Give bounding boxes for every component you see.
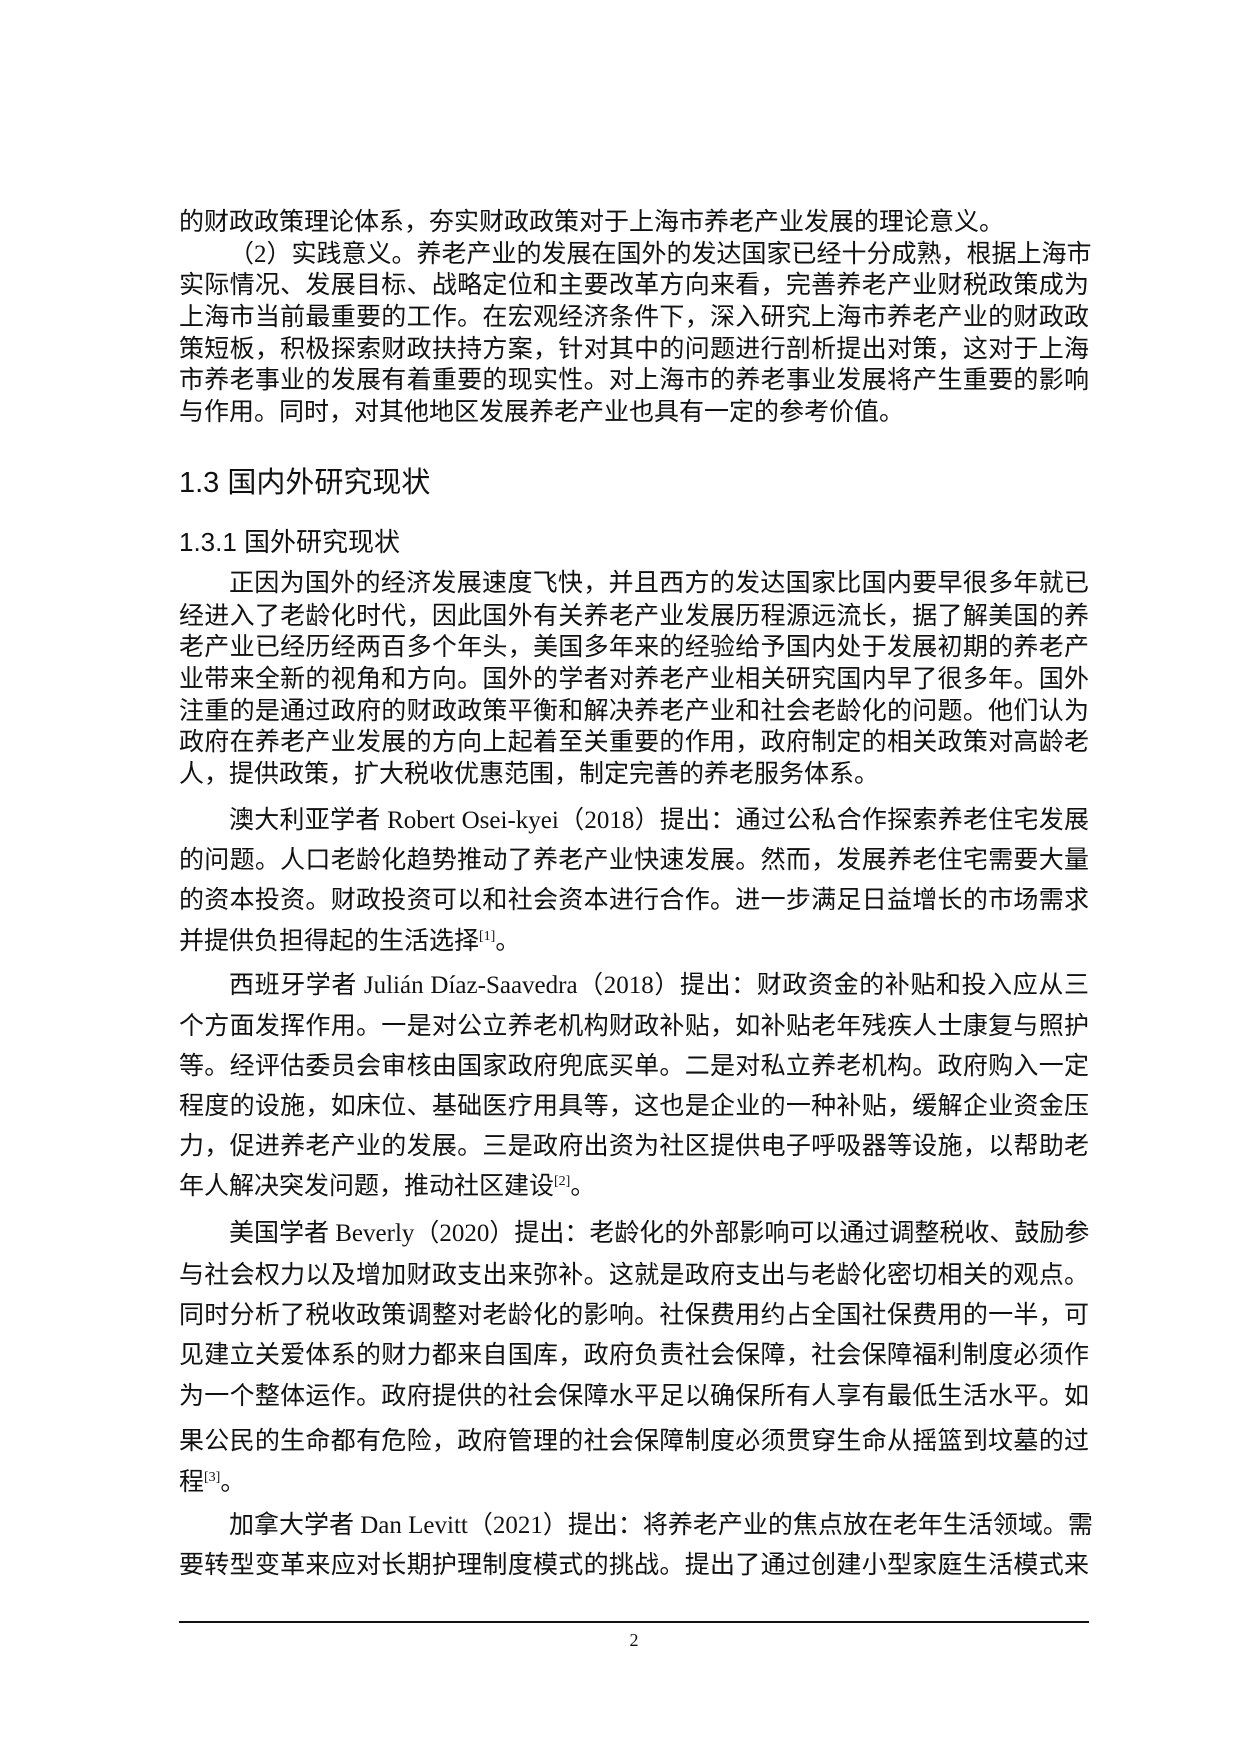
paragraph-line: 力，促进养老产业的发展。三是政府出资为社区提供电子呼吸器等设施，以帮助老 <box>179 1132 1089 1162</box>
paragraph-line: 政府在养老产业发展的方向上起着至关重要的作用，政府制定的相关政策对高龄老 <box>179 728 1089 758</box>
paragraph-line: 人，提供政策，扩大税收优惠范围，制定完善的养老服务体系。 <box>179 760 1089 790</box>
citation-ref[interactable]: [2] <box>554 1174 571 1189</box>
footer-rule <box>179 1621 1089 1623</box>
text-run: 美国学者 Beverly（2020）提出：老龄化的外部影响可以通过调整税收、鼓励… <box>229 1220 1090 1247</box>
paragraph-line: 西班牙学者 Julián Díaz-Saavedra（2018）提出：财政资金的… <box>229 971 1089 1001</box>
text-run: 经进入了老龄化时代，因此国外有关养老产业发展历程源远流长，据了解美国的养 <box>179 603 1089 630</box>
paragraph-line: 果公民的生命都有危险，政府管理的社会保障制度必须贯穿生命从摇篮到坟墓的过 <box>179 1427 1089 1457</box>
text-run: 个方面发挥作用。一是对公立养老机构财政补贴，如补贴老年残疾人士康复与照护 <box>179 1013 1089 1040</box>
paragraph-line: 要转型变革来应对长期护理制度模式的挑战。提出了通过创建小型家庭生活模式来 <box>179 1551 1089 1581</box>
text-run: 等。经评估委员会审核由国家政府兜底买单。二是对私立养老机构。政府购入一定 <box>179 1053 1089 1080</box>
paragraph-line: 实际情况、发展目标、战略定位和主要改革方向来看，完善养老产业财税政策成为 <box>179 271 1089 301</box>
text-run: 同时分析了税收政策调整对老龄化的影响。社保费用约占全国社保费用的一半，可 <box>179 1302 1089 1329</box>
text-run: 的资本投资。财政投资可以和社会资本进行合作。进一步满足日益增长的市场需求 <box>179 887 1089 914</box>
text-run: 实际情况、发展目标、战略定位和主要改革方向来看，完善养老产业财税政策成为 <box>179 272 1089 299</box>
text-run: 注重的是通过政府的财政政策平衡和解决养老产业和社会老龄化的问题。他们认为 <box>179 698 1089 725</box>
subsection-heading: 1.3.1 国外研究现状 <box>179 527 401 557</box>
page-number: 2 <box>629 1630 639 1650</box>
paragraph-line: 程度的设施，如床位、基础医疗用具等，这也是企业的一种补贴，缓解企业资金压 <box>179 1092 1089 1122</box>
text-run: 西班牙学者 Julián Díaz-Saavedra（2018）提出：财政资金的… <box>229 972 1089 999</box>
paragraph-line: 加拿大学者 Dan Levitt（2021）提出：将养老产业的焦点放在老年生活领… <box>229 1511 1093 1541</box>
paragraph-line: （2）实践意义。养老产业的发展在国外的发达国家已经十分成熟，根据上海市 <box>229 240 1092 270</box>
text-run: 上海市当前最重要的工作。在宏观经济条件下，深入研究上海市养老产业的财政政 <box>179 304 1089 331</box>
text-run: 策短板，积极探索财政扶持方案，针对其中的问题进行剖析提出对策，这对于上海 <box>179 336 1089 363</box>
text-run: 老产业已经历经两百多个年头，美国多年来的经验给予国内处于发展初期的养老产 <box>179 634 1089 661</box>
paragraph-line: 并提供负担得起的生活选择[1]。 <box>179 927 1089 957</box>
text-run: 的财政政策理论体系，夯实财政政策对于上海市养老产业发展的理论意义。 <box>179 209 1005 236</box>
text-run: 年人解决突发问题，推动社区建设 <box>179 1173 555 1200</box>
text-run: （2）实践意义。养老产业的发展在国外的发达国家已经十分成熟，根据上海市 <box>229 241 1092 268</box>
paragraph-line: 的问题。人口老龄化趋势推动了养老产业快速发展。然而，发展养老住宅需要大量 <box>179 846 1089 876</box>
paragraph-line: 程[3]。 <box>179 1468 1089 1498</box>
paragraph-line: 业带来全新的视角和方向。国外的学者对养老产业相关研究国内早了很多年。国外 <box>179 665 1089 695</box>
paragraph-line: 与作用。同时，对其他地区发展养老产业也具有一定的参考价值。 <box>179 398 1089 428</box>
text-run: 。 <box>570 1173 596 1200</box>
text-run: 澳大利亚学者 Robert Osei-kyei（2018）提出：通过公私合作探索… <box>229 807 1089 834</box>
paragraph-line: 年人解决突发问题，推动社区建设[2]。 <box>179 1172 1089 1202</box>
text-run: 人，提供政策，扩大税收优惠范围，制定完善的养老服务体系。 <box>179 761 880 788</box>
section-heading: 1.3 国内外研究现状 <box>179 467 431 499</box>
paragraph-line: 等。经评估委员会审核由国家政府兜底买单。二是对私立养老机构。政府购入一定 <box>179 1052 1089 1082</box>
text-run: 政府在养老产业发展的方向上起着至关重要的作用，政府制定的相关政策对高龄老 <box>179 729 1089 756</box>
text-run: 并提供负担得起的生活选择 <box>179 928 480 955</box>
paragraph-line: 的财政政策理论体系，夯实财政政策对于上海市养老产业发展的理论意义。 <box>179 208 1089 238</box>
paragraph-line: 老产业已经历经两百多个年头，美国多年来的经验给予国内处于发展初期的养老产 <box>179 633 1089 663</box>
text-run: 要转型变革来应对长期护理制度模式的挑战。提出了通过创建小型家庭生活模式来 <box>179 1552 1089 1579</box>
paragraph-line: 市养老事业的发展有着重要的现实性。对上海市的养老事业发展将产生重要的影响 <box>179 366 1089 396</box>
paragraph-line: 上海市当前最重要的工作。在宏观经济条件下，深入研究上海市养老产业的财政政 <box>179 303 1089 333</box>
paragraph-line: 策短板，积极探索财政扶持方案，针对其中的问题进行剖析提出对策，这对于上海 <box>179 335 1089 365</box>
text-run: 程度的设施，如床位、基础医疗用具等，这也是企业的一种补贴，缓解企业资金压 <box>179 1093 1089 1120</box>
text-run: 业带来全新的视角和方向。国外的学者对养老产业相关研究国内早了很多年。国外 <box>179 666 1089 693</box>
paragraph-line: 经进入了老龄化时代，因此国外有关养老产业发展历程源远流长，据了解美国的养 <box>179 602 1089 632</box>
paragraph-line: 注重的是通过政府的财政政策平衡和解决养老产业和社会老龄化的问题。他们认为 <box>179 697 1089 727</box>
text-run: 加拿大学者 Dan Levitt（2021）提出：将养老产业的焦点放在老年生活领… <box>229 1512 1093 1539</box>
paragraph-line: 的资本投资。财政投资可以和社会资本进行合作。进一步满足日益增长的市场需求 <box>179 886 1089 916</box>
paragraph-line: 正因为国外的经济发展速度飞快，并且西方的发达国家比国内要早很多年就已 <box>229 569 1089 599</box>
text-run: 与社会权力以及增加财政支出来弥补。这就是政府支出与老龄化密切相关的观点。 <box>179 1262 1089 1289</box>
citation-ref[interactable]: [1] <box>479 929 496 944</box>
text-run: 的问题。人口老龄化趋势推动了养老产业快速发展。然而，发展养老住宅需要大量 <box>179 847 1089 874</box>
text-run: 市养老事业的发展有着重要的现实性。对上海市的养老事业发展将产生重要的影响 <box>179 367 1089 394</box>
text-run: 与作用。同时，对其他地区发展养老产业也具有一定的参考价值。 <box>179 399 905 426</box>
text-run: 程 <box>179 1469 205 1496</box>
text-run: 见建立关爱体系的财力都来自国库，政府负责社会保障，社会保障福利制度必须作 <box>179 1342 1089 1369</box>
paragraph-line: 为一个整体运作。政府提供的社会保障水平足以确保所有人享有最低生活水平。如 <box>179 1382 1089 1412</box>
paragraph-line: 个方面发挥作用。一是对公立养老机构财政补贴，如补贴老年残疾人士康复与照护 <box>179 1012 1089 1042</box>
text-run: 为一个整体运作。政府提供的社会保障水平足以确保所有人享有最低生活水平。如 <box>179 1383 1089 1410</box>
citation-ref[interactable]: [3] <box>204 1470 221 1485</box>
paragraph-line: 澳大利亚学者 Robert Osei-kyei（2018）提出：通过公私合作探索… <box>229 806 1089 836</box>
text-run: 正因为国外的经济发展速度飞快，并且西方的发达国家比国内要早很多年就已 <box>229 570 1089 597</box>
text-run: 。 <box>495 928 521 955</box>
text-run: 果公民的生命都有危险，政府管理的社会保障制度必须贯穿生命从摇篮到坟墓的过 <box>179 1428 1089 1455</box>
paragraph-line: 美国学者 Beverly（2020）提出：老龄化的外部影响可以通过调整税收、鼓励… <box>229 1219 1089 1249</box>
paragraph-line: 与社会权力以及增加财政支出来弥补。这就是政府支出与老龄化密切相关的观点。 <box>179 1261 1089 1291</box>
paragraph-line: 同时分析了税收政策调整对老龄化的影响。社保费用约占全国社保费用的一半，可 <box>179 1301 1089 1331</box>
paragraph-line: 见建立关爱体系的财力都来自国库，政府负责社会保障，社会保障福利制度必须作 <box>179 1341 1089 1371</box>
text-run: 。 <box>220 1469 246 1496</box>
text-run: 力，促进养老产业的发展。三是政府出资为社区提供电子呼吸器等设施，以帮助老 <box>179 1133 1089 1160</box>
